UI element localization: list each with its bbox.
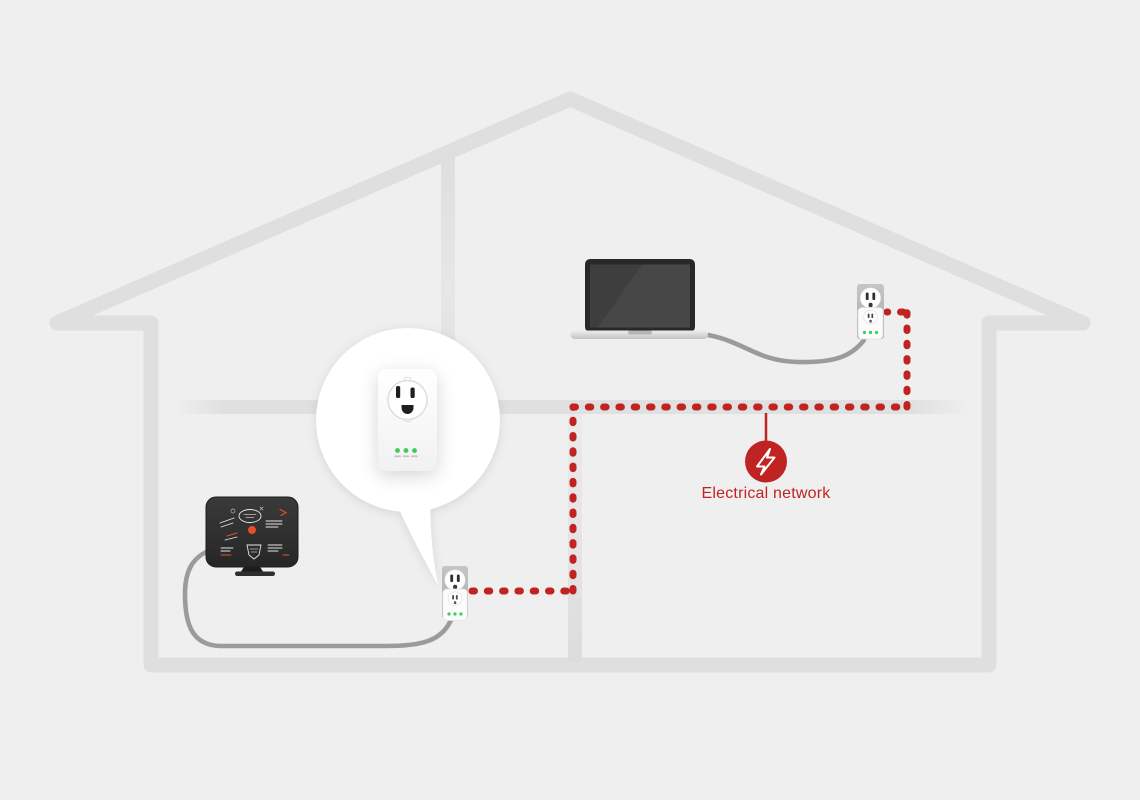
doodle-cloud <box>238 509 262 523</box>
adapter-slot <box>410 387 415 398</box>
laptop-screen-gloss <box>598 264 690 328</box>
doodle-lines <box>265 520 283 528</box>
outlet-slot <box>865 292 869 300</box>
outlet-slot <box>450 574 454 582</box>
doodle-lines <box>243 514 257 518</box>
laptop <box>570 259 708 339</box>
walls-and-floor <box>49 315 1091 673</box>
downstairs-interior-wall <box>568 412 582 662</box>
doodle-sparkle <box>259 506 264 511</box>
doodle-orange-dot <box>248 526 256 534</box>
adapter-led <box>862 330 867 335</box>
adapter-led <box>403 448 409 453</box>
outlet-slot <box>456 574 460 582</box>
outlet-ground-hole <box>453 584 458 590</box>
powerline-adapter-closeup <box>378 369 437 471</box>
doodle-lines <box>267 544 283 552</box>
roof-line <box>49 91 1091 331</box>
adapter-slot <box>452 595 454 600</box>
adapter-led <box>412 448 417 453</box>
doodle-lines <box>249 548 259 553</box>
doodle-banner <box>246 544 262 560</box>
downstairs-outlet-assembly <box>442 566 468 621</box>
adapter-slot <box>867 313 870 319</box>
adapter-slot <box>396 386 401 398</box>
bubble-tail <box>393 491 438 585</box>
adapter-slot <box>455 595 458 600</box>
tv-screen-doodles <box>219 506 290 560</box>
doodle-line <box>224 536 238 541</box>
lightning-bolt-icon <box>756 448 776 476</box>
laptop-power-cable <box>705 332 867 365</box>
laptop-base-notch <box>628 330 652 335</box>
marker-circle <box>745 440 787 483</box>
adapter-slot <box>871 313 874 319</box>
adapter-led <box>874 330 879 335</box>
outlet-slot <box>872 292 876 300</box>
outlet-ground-hole <box>868 302 873 308</box>
doodle-circle <box>230 508 236 514</box>
electrical-network-label: Electrical network <box>701 485 831 502</box>
adapter-ground-hole <box>401 405 414 415</box>
adapter-led <box>447 612 451 616</box>
led-label-mark <box>394 455 401 458</box>
house-outline <box>49 91 1091 673</box>
tv-stand-base <box>235 571 275 576</box>
adapter-led <box>868 330 873 335</box>
adapter-socket <box>863 309 878 325</box>
tv <box>205 496 299 576</box>
tv-power-cable <box>182 546 454 649</box>
adapter-ground-hole <box>869 319 872 323</box>
laptop-base <box>570 330 708 339</box>
laptop-screen <box>590 264 690 328</box>
adapter-led <box>453 612 457 616</box>
doodle-orange-arrow <box>279 508 288 517</box>
upstairs-outlet-assembly <box>857 284 884 340</box>
powerline-dotted-path <box>468 308 911 595</box>
adapter-callout-bubble <box>316 328 500 585</box>
doodle-lines <box>219 517 235 528</box>
doodle-lines <box>220 547 234 552</box>
adapter-ground-hole <box>453 601 457 605</box>
led-label-mark <box>402 455 410 458</box>
adapter-socket <box>447 591 463 606</box>
adapter-led <box>459 612 463 616</box>
doodle-orange-line <box>226 532 238 537</box>
adapter-led <box>395 448 400 453</box>
electrical-network-marker <box>745 413 787 483</box>
led-label-mark <box>411 455 418 458</box>
